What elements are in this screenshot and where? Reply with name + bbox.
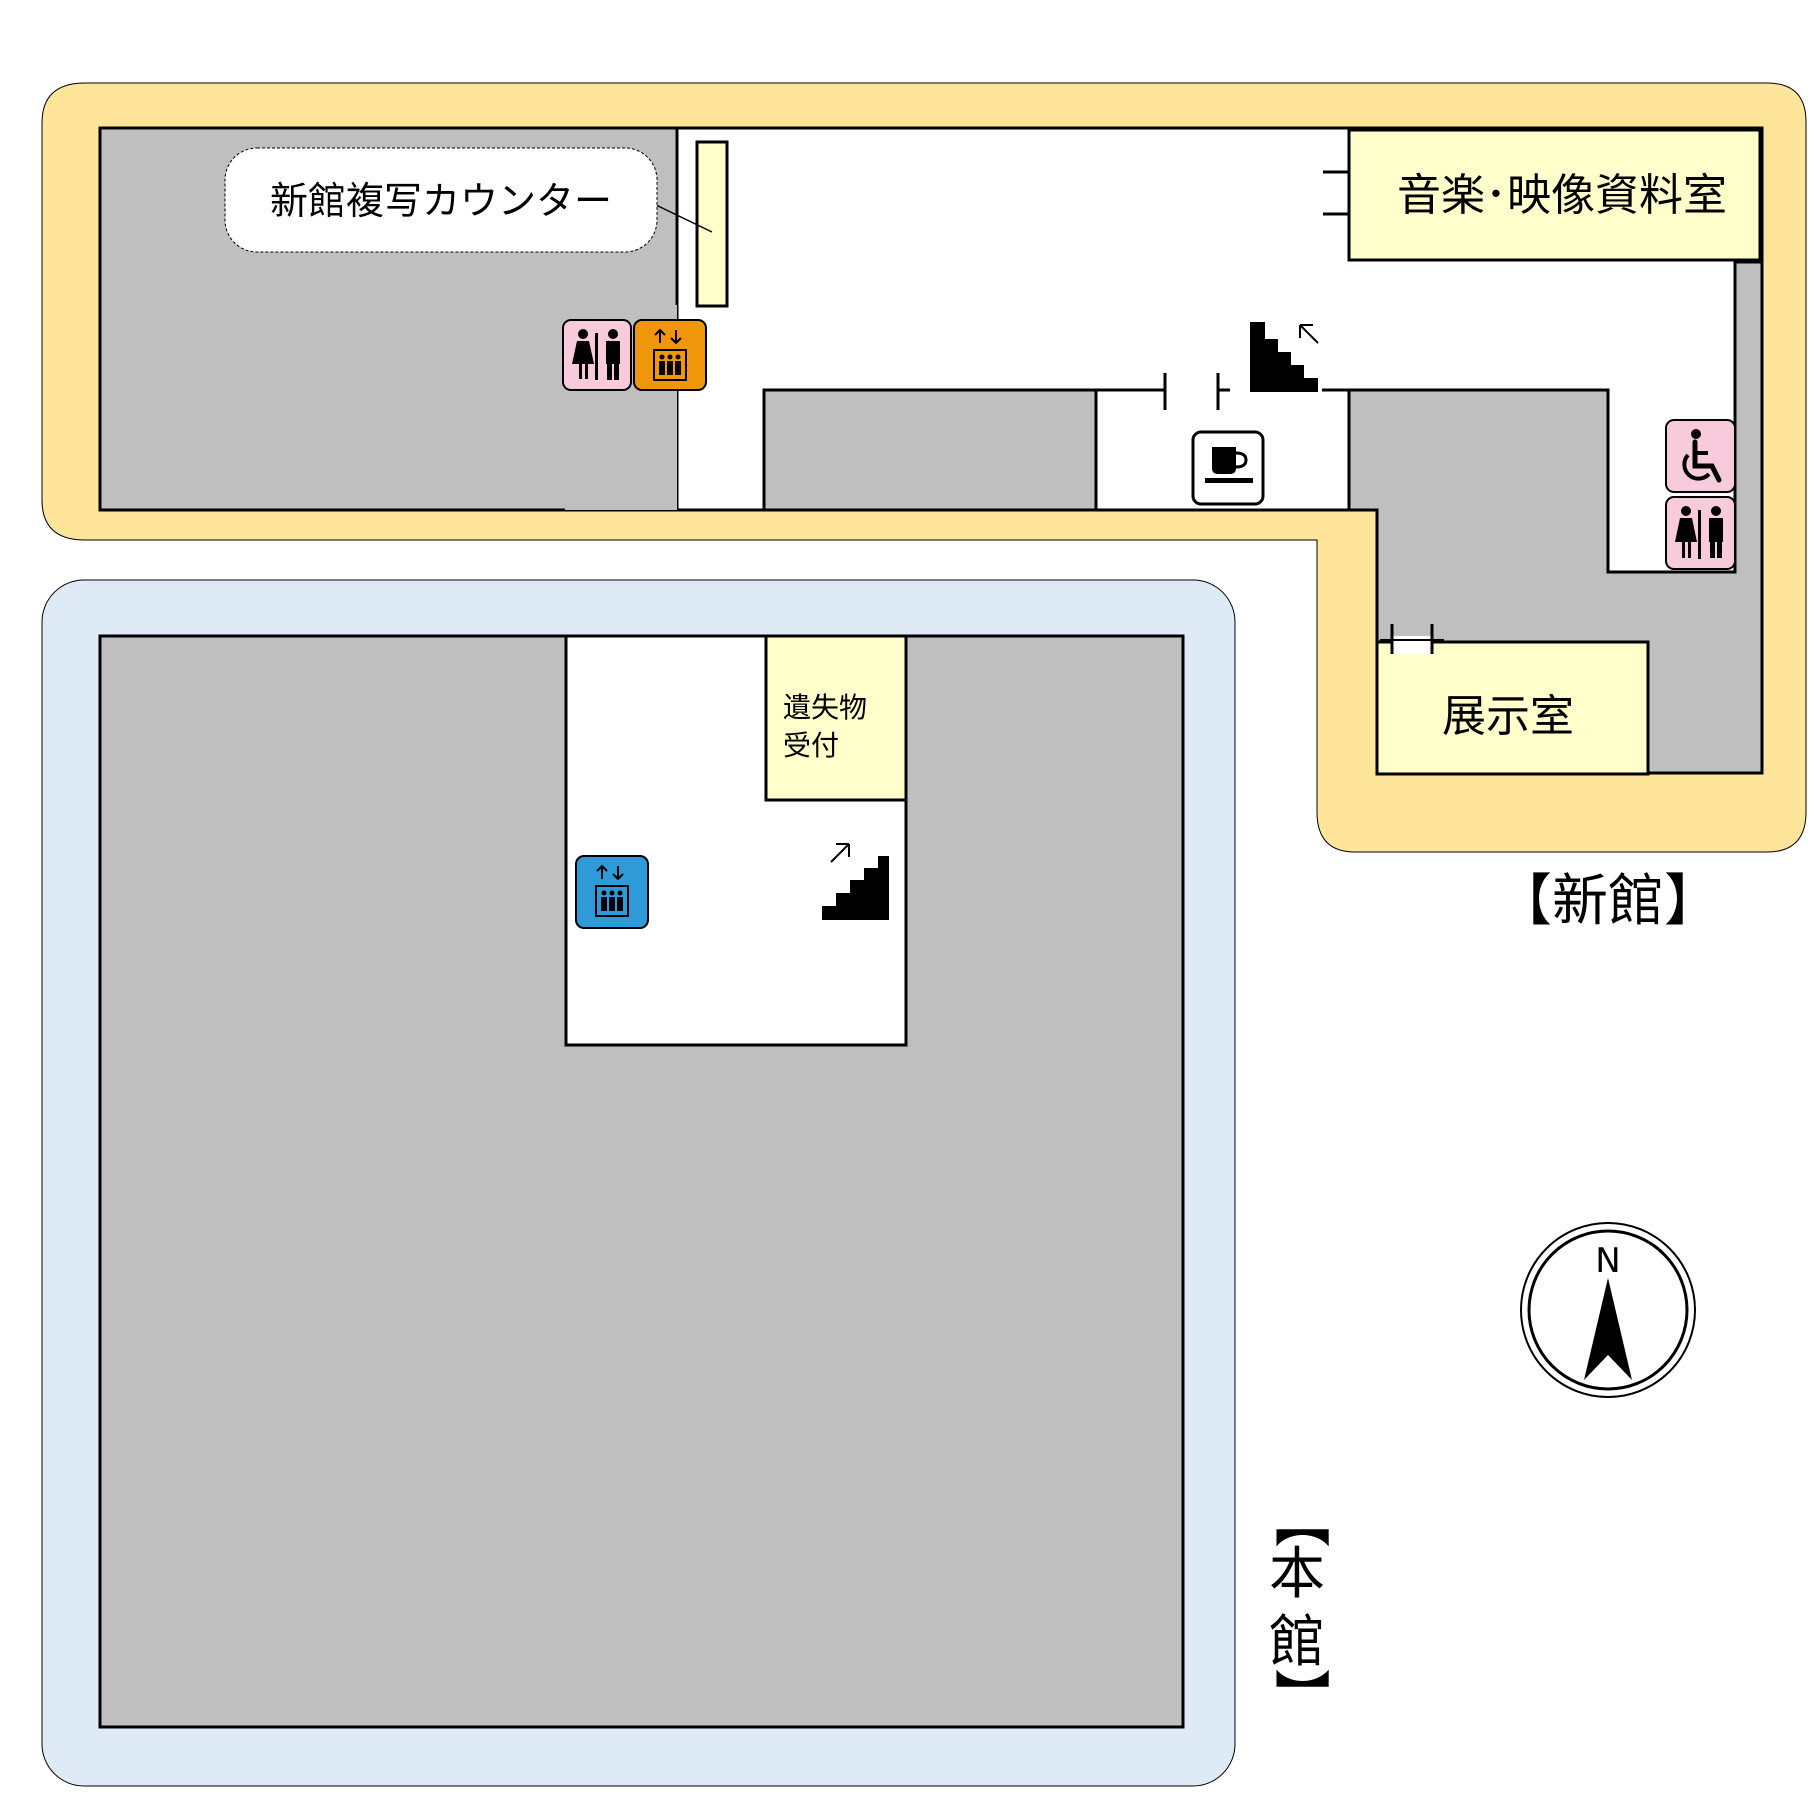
new-building-label: 【新館】 bbox=[1496, 869, 1720, 934]
svg-text:館: 館 bbox=[1269, 1610, 1325, 1675]
exhibition-door bbox=[1392, 636, 1432, 654]
exhibition-room bbox=[1375, 640, 1650, 776]
svg-text:【: 【 bbox=[1267, 1492, 1332, 1548]
restroom-icon bbox=[562, 319, 632, 391]
wheelchair-icon bbox=[1665, 419, 1736, 493]
stairs-icon bbox=[1250, 322, 1319, 392]
elevator-icon bbox=[575, 855, 649, 929]
callout-line bbox=[655, 204, 713, 233]
music-video-room bbox=[1347, 128, 1762, 262]
copy-counter-label: 新館複写カウンター bbox=[270, 179, 612, 223]
copy-counter-callout bbox=[224, 147, 658, 253]
cafe-icon bbox=[1191, 430, 1265, 506]
compass-north: N bbox=[1595, 1241, 1620, 1281]
copy-counter-desk bbox=[695, 140, 729, 308]
music-video-room-label: 音楽･映像資料室 bbox=[1397, 170, 1727, 221]
main-building-label: 【 本 館 】 bbox=[1267, 1492, 1332, 1724]
svg-text:本: 本 bbox=[1269, 1542, 1325, 1607]
center-gray-block bbox=[762, 388, 1098, 512]
compass-icon: N bbox=[1520, 1222, 1696, 1398]
elevator-icon bbox=[633, 319, 707, 391]
lost-found-label: 受付 bbox=[783, 729, 839, 762]
stairs-icon bbox=[822, 843, 889, 920]
restroom-icon bbox=[1665, 496, 1736, 570]
exhibition-room-label: 展示室 bbox=[1442, 691, 1574, 742]
lost-found-desk bbox=[764, 634, 908, 802]
lost-found-label: 遺失物 bbox=[783, 691, 867, 724]
svg-text:】: 】 bbox=[1267, 1668, 1332, 1724]
